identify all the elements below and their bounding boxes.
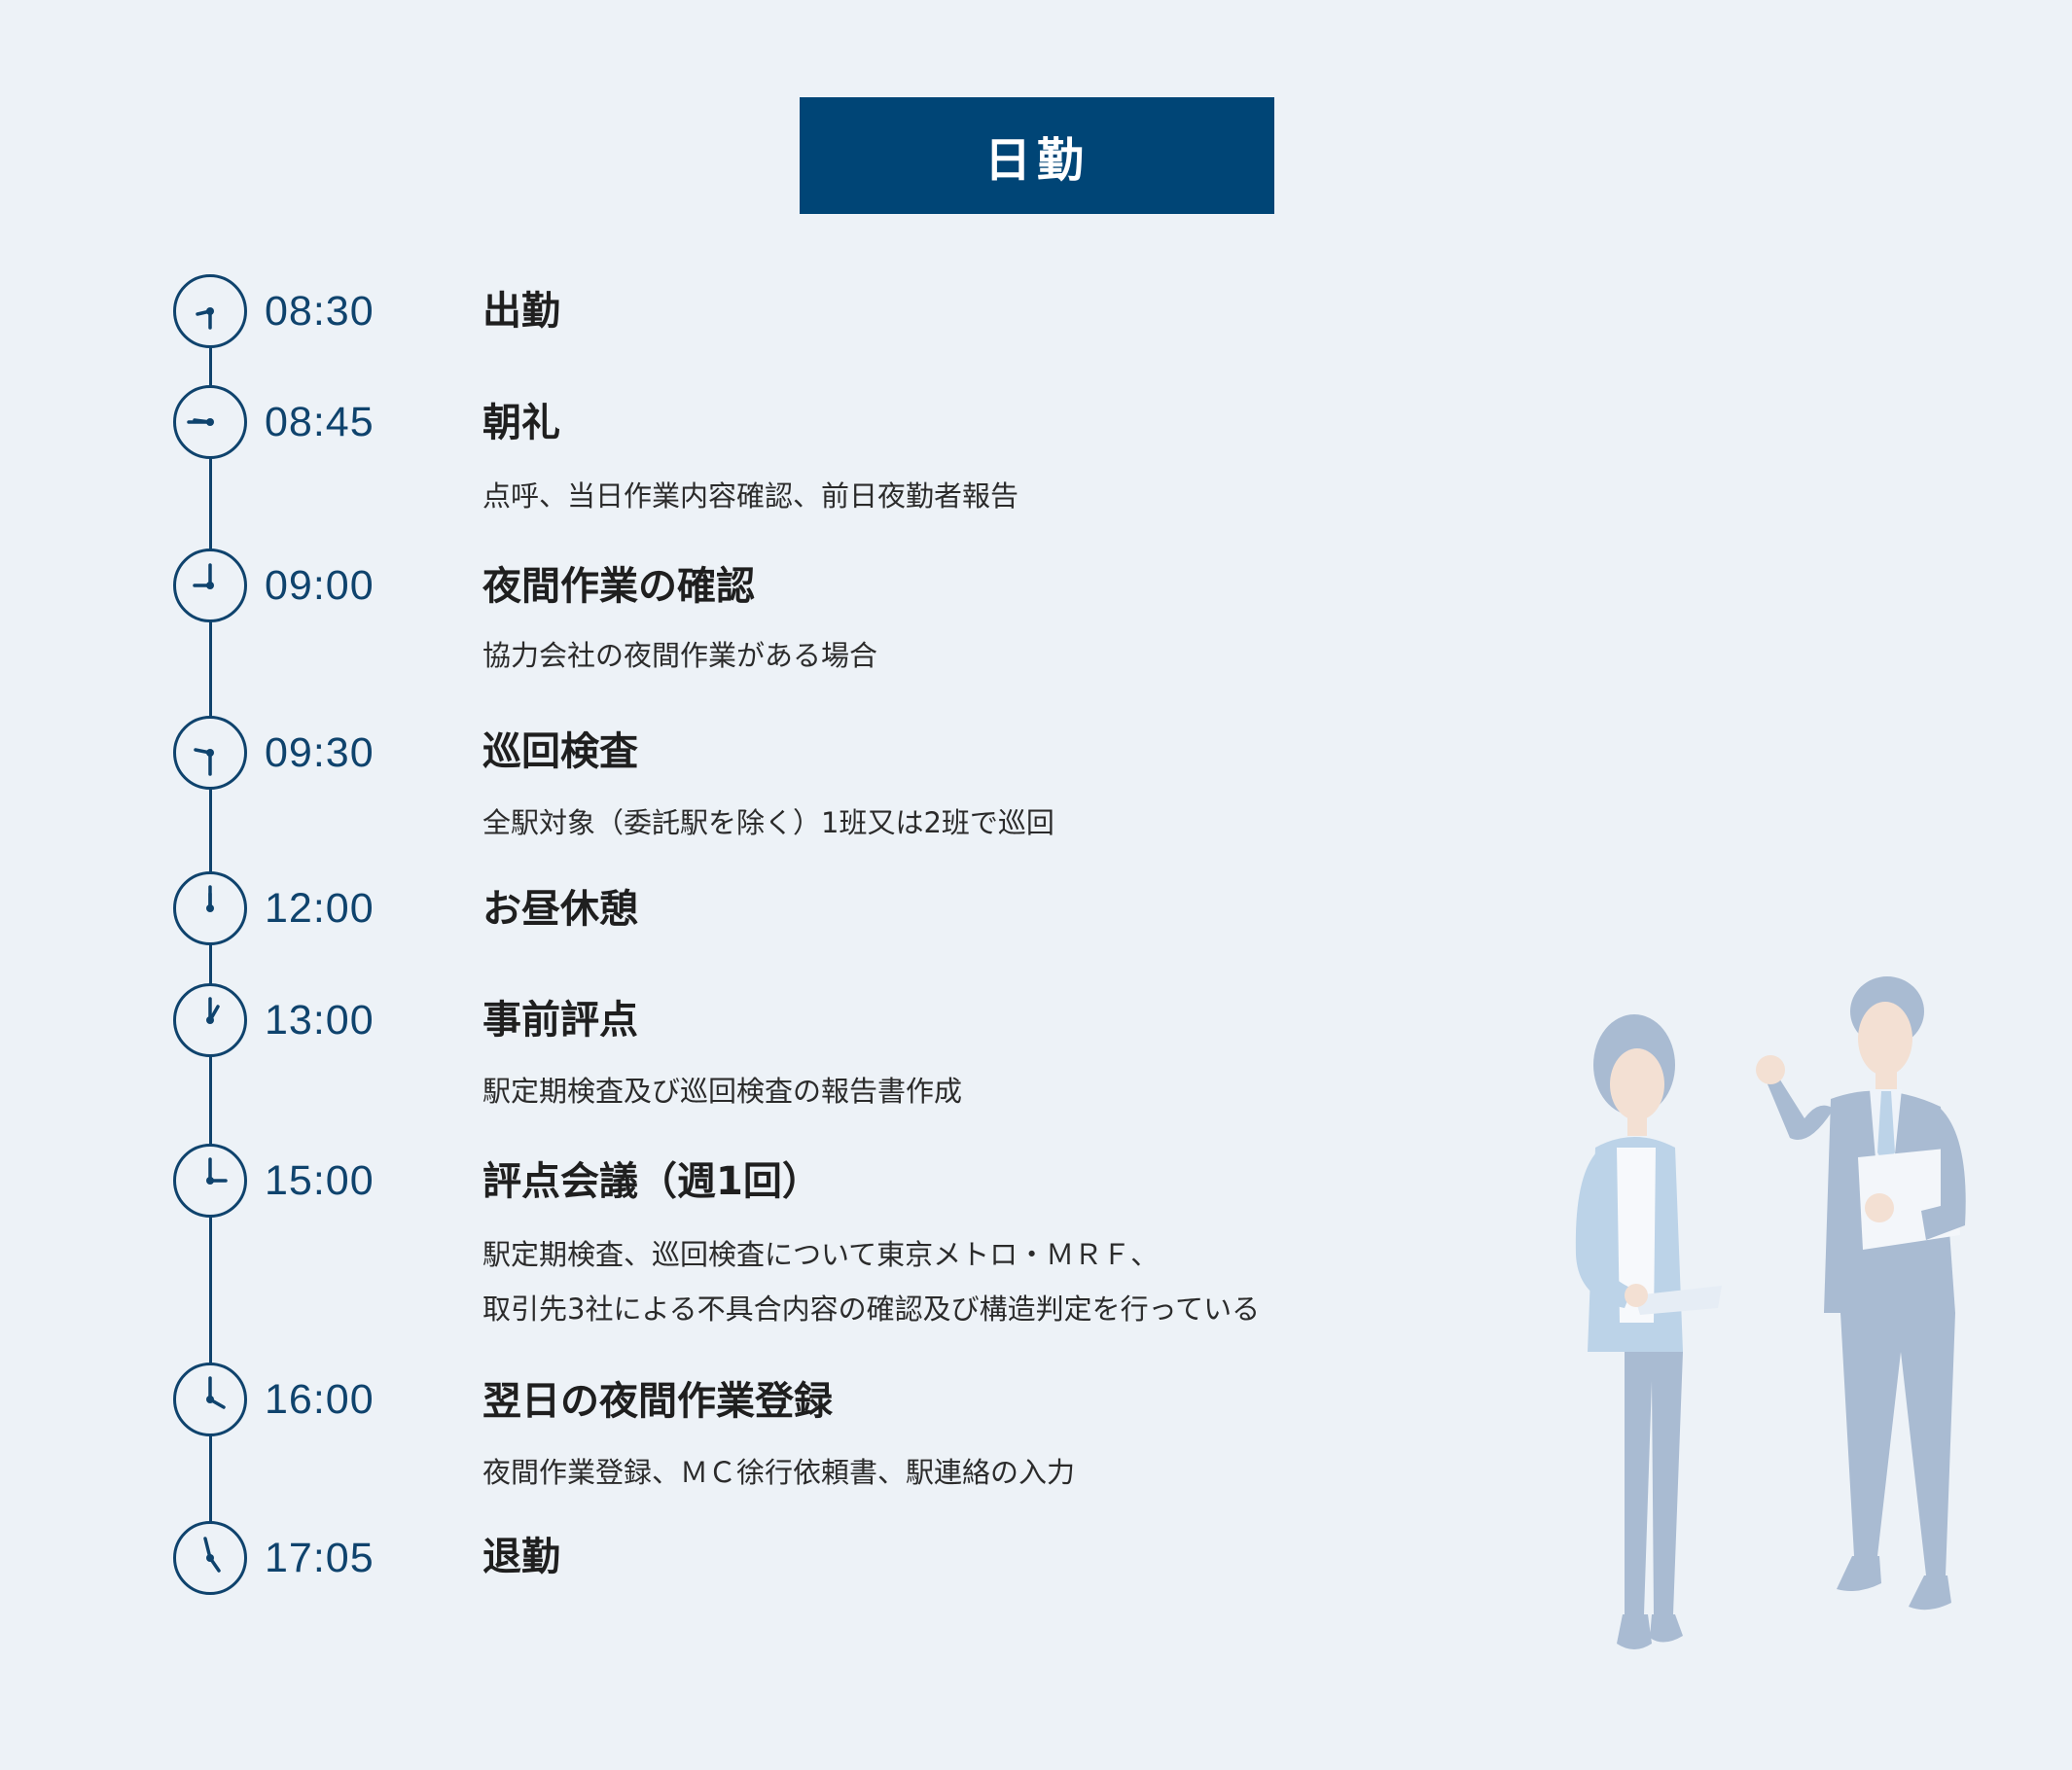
schedule-time: 08:45 <box>265 399 375 445</box>
schedule-description: 駅定期検査、巡回検査について東京メトロ・ＭＲＦ、 <box>482 1238 1160 1271</box>
schedule-description: 駅定期検査及び巡回検査の報告書作成 <box>482 1075 963 1108</box>
schedule-description: 全駅対象（委託駅を除く）1班又は2班で巡回 <box>482 806 1054 839</box>
schedule-title: 評点会議（週1回） <box>482 1159 821 1204</box>
page-title: 日勤 <box>983 133 1090 188</box>
schedule-time: 09:00 <box>265 562 375 609</box>
clock-icon <box>173 1144 247 1218</box>
schedule-title: 巡回検査 <box>482 729 638 774</box>
clock-icon <box>173 716 247 790</box>
clock-icon <box>173 385 247 459</box>
schedule-title: 夜間作業の確認 <box>482 564 755 609</box>
clock-icon <box>173 871 247 945</box>
schedule-description: 点呼、当日作業内容確認、前日夜勤者報告 <box>482 479 1019 513</box>
schedule-description: 夜間作業登録、ＭＣ徐行依頼書、駅連絡の入力 <box>482 1456 1076 1489</box>
schedule-time: 15:00 <box>265 1157 375 1204</box>
business-people-illustration <box>1575 976 1966 1649</box>
schedule-description: 取引先3社による不具合内容の確認及び構造判定を行っている <box>482 1292 1261 1326</box>
clock-icon <box>173 983 247 1057</box>
schedule-title: 朝礼 <box>482 401 560 445</box>
schedule-title: お昼休憩 <box>482 887 638 932</box>
woman-figure <box>1575 1014 1722 1649</box>
schedule-time: 08:30 <box>265 288 375 335</box>
schedule-title: 翌日の夜間作業登録 <box>482 1379 833 1424</box>
clock-icon <box>173 549 247 622</box>
schedule-time: 17:05 <box>265 1535 375 1581</box>
clock-icon <box>173 274 247 348</box>
schedule-description: 協力会社の夜間作業がある場合 <box>482 639 878 672</box>
page-title-banner: 日勤 <box>800 97 1274 214</box>
schedule-title: 出勤 <box>482 289 560 334</box>
schedule-title: 事前評点 <box>482 998 638 1043</box>
schedule-time: 09:30 <box>265 729 375 776</box>
man-figure <box>1756 976 1966 1611</box>
clock-icon <box>173 1363 247 1436</box>
schedule-title: 退勤 <box>482 1535 560 1579</box>
clock-icon <box>173 1521 247 1595</box>
schedule-time: 12:00 <box>265 885 375 932</box>
schedule-time: 13:00 <box>265 997 375 1044</box>
schedule-time: 16:00 <box>265 1376 375 1423</box>
